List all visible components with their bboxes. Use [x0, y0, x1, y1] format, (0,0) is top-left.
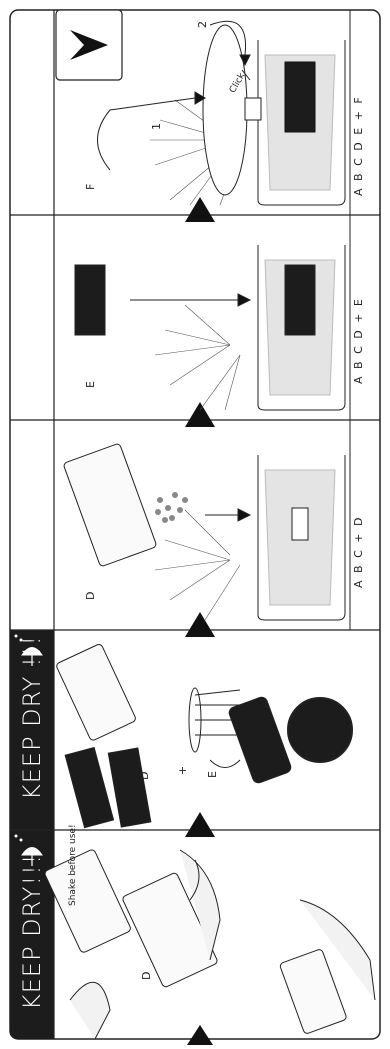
panel-step2 [55, 643, 352, 828]
formula-step4: A B C D + E [352, 297, 365, 384]
label-e-step2: E [206, 771, 219, 778]
label-e-step4: E [84, 381, 97, 388]
banner-step2: KEEP DRY !!! [18, 635, 46, 800]
plus-sign: + [176, 766, 189, 775]
banner-step1: KEEP DRY!!! [18, 854, 46, 1010]
chevron-logo-icon [56, 10, 122, 80]
note-shake: Shake before use! [68, 824, 78, 906]
formula-step3: A B C + D [352, 516, 365, 588]
label-d-step3: D [84, 592, 97, 600]
label-d-step2: D [138, 772, 151, 780]
formula-step5: A B C D E + F [352, 95, 365, 196]
panel-step1 [44, 849, 375, 1039]
label-f-step5: F [84, 184, 97, 190]
panel-f [98, 21, 346, 205]
label-d-step1: D [140, 972, 153, 980]
arrow-2-label: 2 [196, 21, 209, 28]
panel-e [75, 245, 345, 410]
panel-d [63, 443, 345, 620]
arrow-1-label: 1 [150, 123, 163, 130]
